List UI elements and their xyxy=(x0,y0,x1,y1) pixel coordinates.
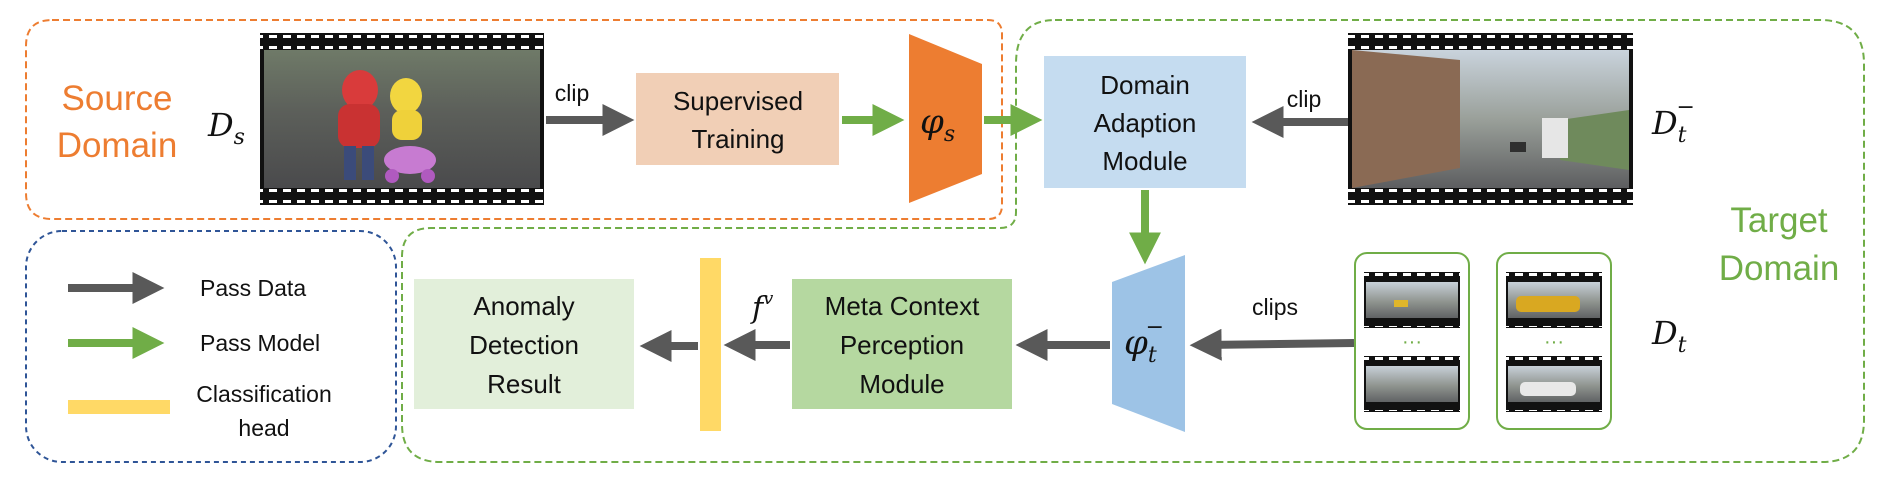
supervised-training-box xyxy=(636,73,839,165)
domain-adaption-module-box xyxy=(1044,56,1246,188)
source-domain-title: Source xyxy=(62,79,173,118)
target-clip-group-1: ··· xyxy=(1354,252,1470,430)
target-clips-arrow xyxy=(1189,328,1355,361)
phi-t-encoder xyxy=(1112,255,1185,432)
meta-context-label-2: Perception xyxy=(840,330,964,360)
target-clips-label: clips xyxy=(1252,294,1298,320)
clip-group-2-ellipsis: ··· xyxy=(1544,331,1564,353)
source-domain-region xyxy=(25,19,1003,220)
phi-s-encoder xyxy=(909,34,982,203)
meta-context-label-3: Module xyxy=(859,369,944,399)
legend-pass-data-label: Pass Data xyxy=(200,275,306,301)
target-domain-title: Target xyxy=(1730,201,1828,240)
phi-s-symbol: φs xyxy=(920,102,955,147)
supervised-training-label: Supervised xyxy=(673,86,803,116)
legend-pass-model-label: Pass Model xyxy=(200,330,320,356)
domain-adaption-label-2: Adaption xyxy=(1094,108,1197,138)
anomaly-detection-result-box xyxy=(414,279,634,409)
supervised-training-label-2: Training xyxy=(692,124,785,154)
meta-context-perception-module-box xyxy=(792,279,1012,409)
source-video-thumbnail xyxy=(260,33,544,205)
result-label-2: Detection xyxy=(469,330,579,360)
target-video-thumbnail xyxy=(1348,33,1633,205)
target-domain-region xyxy=(401,19,1865,463)
legend-panel xyxy=(25,230,397,463)
target-minus-dataset-symbol: Dt− xyxy=(1651,95,1695,148)
legend-classification-label-2: head xyxy=(238,415,289,441)
clip-group-1-ellipsis: ··· xyxy=(1402,331,1422,353)
domain-adaption-label-3: Module xyxy=(1102,146,1187,176)
legend-classification-swatch xyxy=(68,400,170,414)
target-domain-title-2: Domain xyxy=(1719,249,1840,288)
phi-t-symbol: φt− xyxy=(1124,315,1164,368)
target-clip-group-2: ··· xyxy=(1496,252,1612,430)
target-dataset-symbol: Dt xyxy=(1651,314,1687,358)
source-domain-title-2: Domain xyxy=(57,126,178,165)
legend-classification-label-1: Classification xyxy=(196,381,332,407)
classification-head-bar xyxy=(700,258,721,431)
result-label-1: Anomaly xyxy=(473,291,574,321)
domain-adaption-label-1: Domain xyxy=(1100,70,1190,100)
result-label-3: Result xyxy=(487,369,561,399)
target-clip-label: clip xyxy=(1287,86,1322,112)
source-dataset-symbol: Ds xyxy=(207,106,245,150)
source-clip-label: clip xyxy=(555,80,590,106)
feature-symbol: fv xyxy=(750,288,773,326)
meta-context-label-1: Meta Context xyxy=(825,291,980,321)
